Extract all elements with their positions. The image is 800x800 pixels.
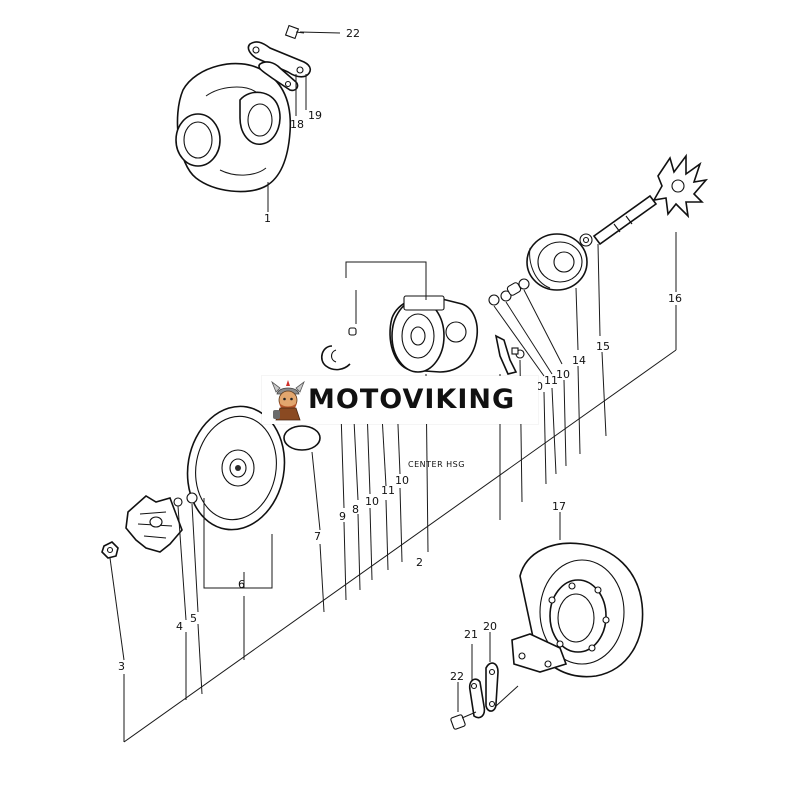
center-housing-part bbox=[389, 295, 478, 373]
compressor-wheel-part bbox=[125, 495, 183, 553]
center-hsg-label: CENTER HSG bbox=[408, 460, 465, 469]
callout-16: 16 bbox=[668, 292, 682, 305]
turbine-shaft-part bbox=[579, 153, 709, 247]
spacer-ring-part bbox=[186, 492, 198, 504]
callout-22-bottom: 22 bbox=[450, 670, 464, 683]
turbine-housing-part bbox=[511, 542, 644, 678]
callout-14: 14 bbox=[572, 354, 586, 367]
callout-3: 3 bbox=[118, 660, 125, 673]
heat-shield-part bbox=[526, 233, 588, 291]
callout-20: 20 bbox=[483, 620, 497, 633]
clamp-plate-bottom-part bbox=[468, 662, 499, 719]
callout-10-right: 10 bbox=[556, 368, 570, 381]
callout-21: 21 bbox=[464, 628, 478, 641]
callout-17: 17 bbox=[552, 500, 566, 513]
callout-8: 8 bbox=[352, 503, 359, 516]
callout-4: 4 bbox=[176, 620, 183, 633]
callout-0-right: 0 bbox=[536, 380, 543, 393]
callout-11-left: 11 bbox=[381, 484, 395, 497]
wheel-nut-part bbox=[101, 541, 119, 559]
washer-part bbox=[173, 497, 183, 507]
callout-numbers: 22 18 19 1 16 15 14 10 11 0 CENTER HSG 1… bbox=[118, 27, 682, 683]
callout-15: 15 bbox=[596, 340, 610, 353]
callout-5: 5 bbox=[190, 612, 197, 625]
o-ring-part bbox=[283, 425, 321, 451]
callout-9: 9 bbox=[339, 510, 346, 523]
callout-6: 6 bbox=[238, 578, 245, 591]
motoviking-watermark: MOTOVIKING bbox=[262, 376, 538, 424]
clamp-plate-top-part bbox=[247, 41, 312, 92]
viking-mascot-icon bbox=[271, 380, 305, 421]
seal-rings-part bbox=[488, 278, 530, 306]
callout-11-right: 11 bbox=[544, 374, 558, 387]
callout-22-top: 22 bbox=[346, 27, 360, 40]
bolt-bottom-part bbox=[450, 711, 477, 730]
callout-10-a: 10 bbox=[395, 474, 409, 487]
callout-1: 1 bbox=[264, 212, 271, 225]
compressor-housing-part bbox=[175, 62, 292, 193]
oil-deflector-part bbox=[494, 334, 525, 375]
bolt-top-part bbox=[284, 24, 305, 40]
callout-2: 2 bbox=[416, 556, 423, 569]
callout-7: 7 bbox=[314, 530, 321, 543]
callout-19: 19 bbox=[308, 109, 322, 122]
callout-18: 18 bbox=[290, 118, 304, 131]
brand-name: MOTOVIKING bbox=[308, 384, 516, 415]
backplate-part bbox=[186, 405, 286, 531]
callout-10-b: 10 bbox=[365, 495, 379, 508]
thrust-ring-part bbox=[320, 327, 357, 371]
